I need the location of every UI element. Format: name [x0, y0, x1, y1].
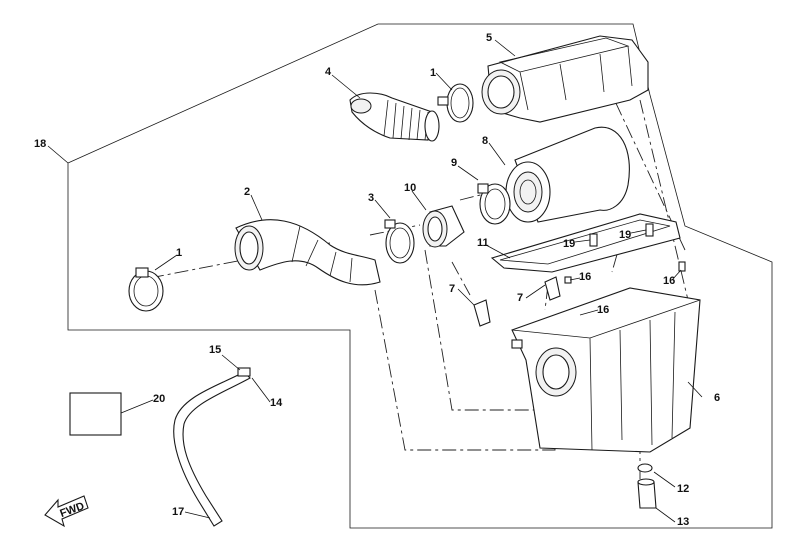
part-11-gasket — [490, 213, 681, 273]
callout-18: 18 — [34, 138, 46, 150]
callout-7-left: 7 — [449, 283, 455, 295]
callout-2: 2 — [244, 186, 250, 198]
leader-lines — [47, 39, 703, 523]
callout-8: 8 — [482, 135, 488, 147]
part-20-label-plate — [69, 392, 122, 436]
callout-16-right: 16 — [663, 275, 675, 287]
part-14-breather-hose — [173, 367, 251, 527]
part-6-filter-housing — [511, 287, 701, 453]
part-1-clamp-lower — [128, 267, 164, 312]
callout-11: 11 — [477, 237, 489, 249]
part-9-clamp — [477, 183, 511, 225]
callout-20: 20 — [153, 393, 165, 405]
part-1-clamp-upper — [437, 83, 474, 123]
callout-13: 13 — [677, 516, 689, 528]
callout-17: 17 — [172, 506, 184, 518]
part-8-filter-element — [505, 126, 630, 223]
part-13-drain-cap — [637, 478, 657, 509]
callout-1-lower: 1 — [176, 247, 182, 259]
fwd-arrow: FWD — [44, 495, 89, 528]
callout-10: 10 — [404, 182, 416, 194]
callout-19-left: 19 — [563, 238, 575, 250]
assembly-group-outline — [67, 23, 773, 529]
callout-5: 5 — [486, 32, 492, 44]
callout-19-right: 19 — [619, 229, 631, 241]
callout-4: 4 — [325, 66, 332, 78]
part-4-intake-bellows — [349, 92, 440, 142]
callout-3: 3 — [368, 192, 374, 204]
callout-6: 6 — [714, 392, 720, 404]
callout-12: 12 — [677, 483, 689, 495]
part-7-brackets — [473, 276, 561, 327]
callouts: 5 1 4 18 8 9 10 3 2 1 11 19 19 7 7 16 16… — [34, 32, 720, 528]
part-5-filter-lid — [481, 35, 649, 123]
callout-16-center: 16 — [579, 271, 591, 283]
part-12-clip — [637, 463, 653, 473]
callout-16-lower: 16 — [597, 304, 609, 316]
fwd-label: FWD — [58, 500, 86, 520]
part-10-coupler — [422, 205, 465, 248]
callout-7-right: 7 — [517, 292, 523, 304]
callout-15: 15 — [209, 344, 221, 356]
callout-9: 9 — [451, 157, 457, 169]
callout-1-upper: 1 — [430, 67, 436, 79]
part-2-curved-duct — [234, 219, 381, 286]
callout-14: 14 — [270, 397, 283, 409]
part-3-clamp — [384, 219, 415, 264]
